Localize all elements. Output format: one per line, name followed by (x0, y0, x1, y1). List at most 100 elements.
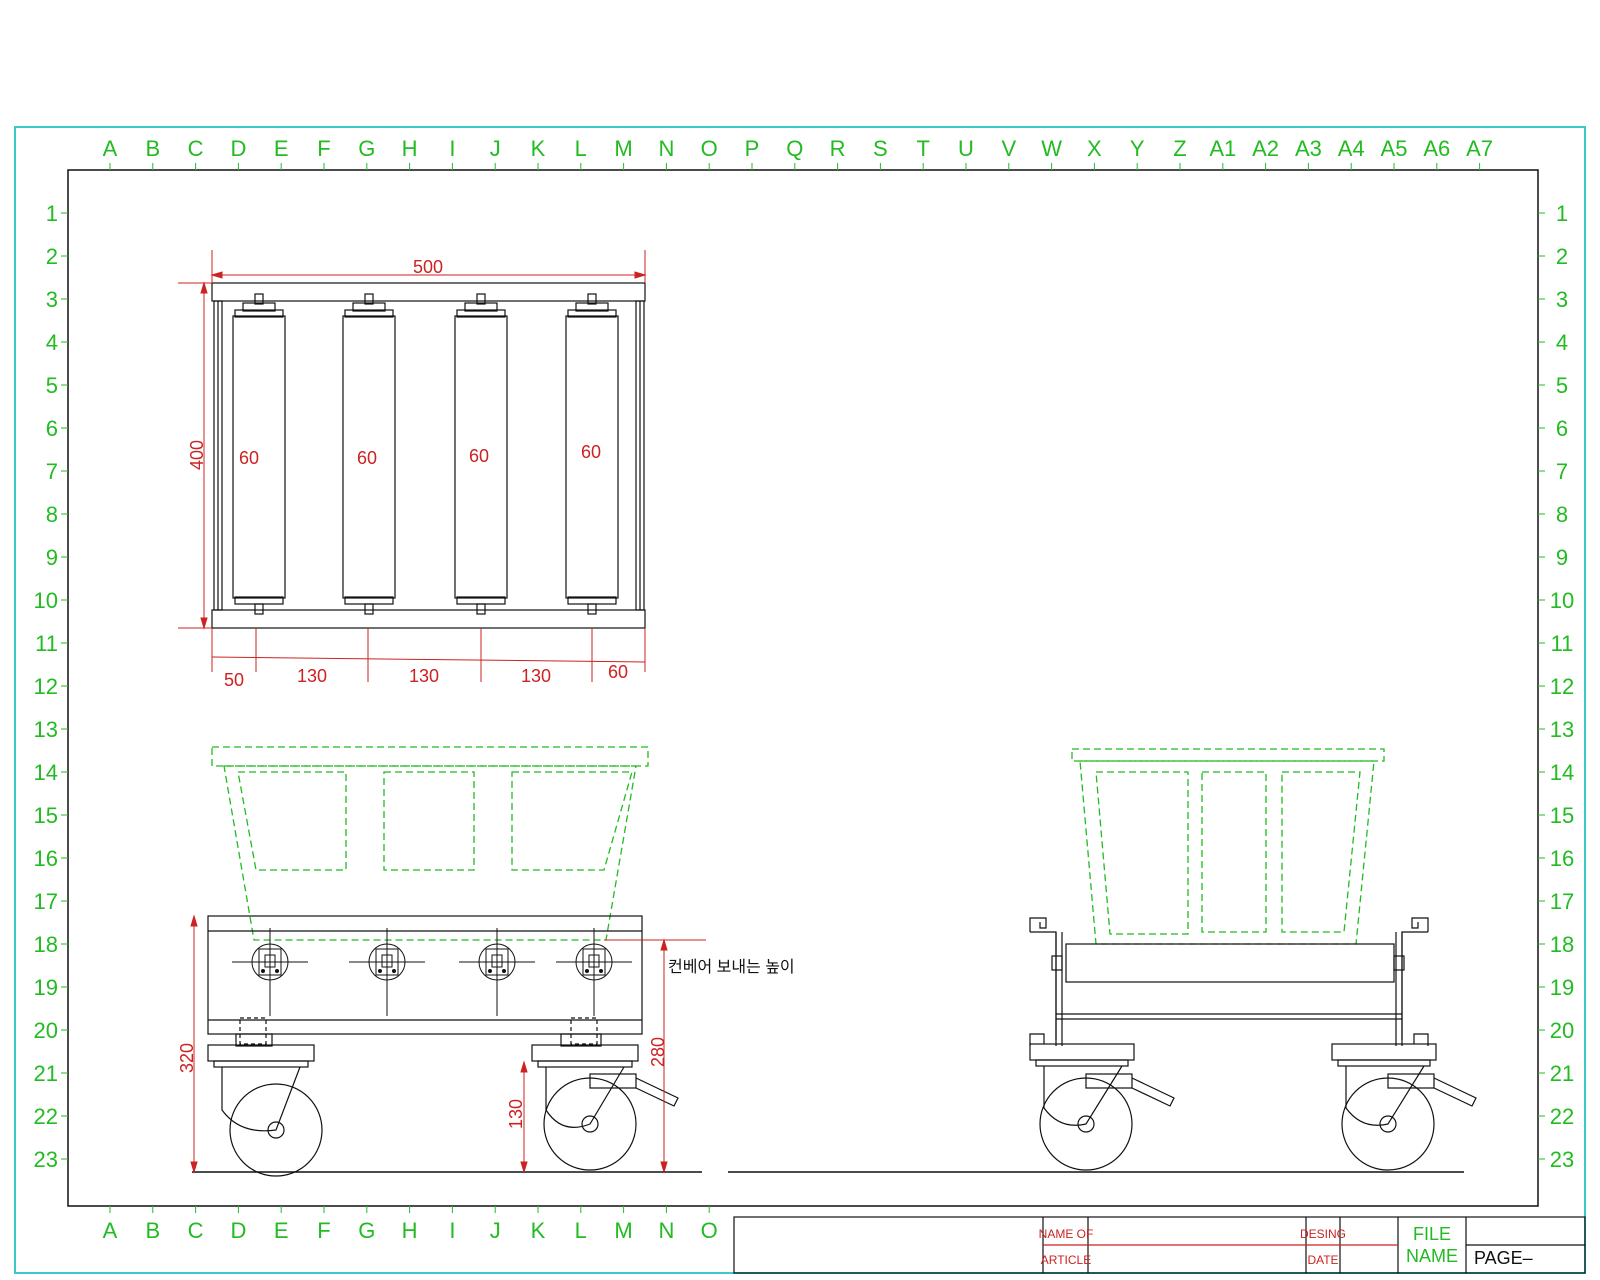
grid-col-top-A5: A5 (1381, 136, 1408, 161)
top-view (211, 282, 646, 629)
title-file-label: FILE (1413, 1224, 1451, 1244)
grid-row-right-23: 23 (1550, 1147, 1574, 1172)
grid-row-left-14: 14 (34, 760, 58, 785)
grid-col-top-O: O (701, 136, 718, 161)
grid-col-top-L: L (575, 136, 587, 161)
dim-spacing-130-c: 130 (521, 666, 551, 686)
grid-col-top-P: P (745, 136, 760, 161)
grid-row-right-12: 12 (1550, 674, 1574, 699)
grid-row-right-11: 11 (1551, 631, 1574, 656)
dim-spacing-130-a: 130 (297, 666, 327, 686)
grid-row-left-17: 17 (34, 889, 58, 914)
grid-col-bottom-A: A (103, 1218, 118, 1243)
grid-col-top-S: S (873, 136, 888, 161)
grid-col-bottom-H: H (402, 1218, 418, 1243)
grid-row-left-11: 11 (35, 631, 58, 656)
grid-row-left-3: 3 (46, 287, 58, 312)
top-view-dimensions (178, 250, 647, 682)
grid-col-top-H: H (402, 136, 418, 161)
grid-col-bottom-L: L (575, 1218, 587, 1243)
roller-label-1: 60 (239, 448, 259, 468)
front-view-frame (207, 915, 643, 1035)
conveyor-height-annotation: 컨베어 보내는 높이 (668, 958, 795, 976)
title-block (733, 1216, 1586, 1274)
grid-row-left-20: 20 (34, 1018, 58, 1043)
front-view-caster-left (207, 1017, 323, 1177)
roller-4 (565, 293, 619, 615)
roller-2 (342, 293, 396, 615)
dim-height-280: 280 (648, 1037, 668, 1067)
grid-col-top-K: K (531, 136, 546, 161)
grid-col-bottom-F: F (317, 1218, 330, 1243)
grid-row-right-5: 5 (1556, 373, 1568, 398)
grid-row-right-8: 8 (1556, 502, 1568, 527)
grid-col-bottom-D: D (230, 1218, 246, 1243)
grid-row-right-19: 19 (1550, 975, 1574, 1000)
grid-col-top-B: B (145, 136, 160, 161)
grid-row-right-14: 14 (1550, 760, 1574, 785)
title-name-of-label: NAME OF (1039, 1227, 1094, 1241)
grid-row-right-22: 22 (1550, 1104, 1574, 1129)
inner-border (67, 169, 1539, 1207)
grid-col-top-G: G (358, 136, 375, 161)
grid-col-top-N: N (658, 136, 674, 161)
roller-1 (232, 293, 286, 615)
grid-col-top-A3: A3 (1295, 136, 1322, 161)
front-view-caster-right (531, 1017, 679, 1171)
grid-row-right-17: 17 (1550, 889, 1574, 914)
grid-col-top-A: A (103, 136, 118, 161)
top-view-frame-bottom (211, 609, 646, 629)
top-view-frame-top (211, 282, 646, 302)
grid-row-left-2: 2 (46, 244, 58, 269)
grid-row-right-10: 10 (1550, 588, 1574, 613)
grid-row-right-13: 13 (1550, 717, 1574, 742)
grid-row-right-20: 20 (1550, 1018, 1574, 1043)
grid-row-right-1: 1 (1556, 201, 1568, 226)
roller-3 (454, 293, 508, 615)
grid-row-left-19: 19 (34, 975, 58, 1000)
grid-row-left-7: 7 (46, 459, 58, 484)
grid-col-bottom-J: J (490, 1218, 501, 1243)
dim-height-320: 320 (177, 1043, 197, 1073)
grid-row-left-18: 18 (34, 932, 58, 957)
title-desing-label: DESING (1300, 1227, 1346, 1241)
grid-row-left-23: 23 (34, 1147, 58, 1172)
grid-col-top-A1: A1 (1209, 136, 1236, 161)
grid-col-top-I: I (449, 136, 455, 161)
grid-col-top-A2: A2 (1252, 136, 1279, 161)
dim-height-400: 400 (187, 440, 207, 470)
front-view-bearings (232, 928, 632, 1016)
grid-col-top-A4: A4 (1338, 136, 1365, 161)
grid-row-left-12: 12 (34, 674, 58, 699)
grid-row-right-16: 16 (1550, 846, 1574, 871)
top-view-rollers (232, 293, 619, 615)
grid-row-right-4: 4 (1556, 330, 1568, 355)
side-view-roller (1065, 943, 1395, 983)
grid-col-bottom-C: C (188, 1218, 204, 1243)
roller-label-4: 60 (581, 442, 601, 462)
outer-border (14, 126, 1586, 1274)
grid-col-top-D: D (230, 136, 246, 161)
grid-col-top-C: C (188, 136, 204, 161)
grid-row-left-13: 13 (34, 717, 58, 742)
grid-col-bottom-M: M (614, 1218, 632, 1243)
side-view-tote-hidden (1071, 748, 1385, 945)
bearing-1 (232, 928, 308, 1016)
grid-col-bottom-E: E (274, 1218, 289, 1243)
dim-height-130: 130 (506, 1099, 526, 1129)
grid-row-right-6: 6 (1556, 416, 1568, 441)
grid-row-right-18: 18 (1550, 932, 1574, 957)
grid-row-right-2: 2 (1556, 244, 1568, 269)
grid-col-bottom-O: O (701, 1218, 718, 1243)
front-view-dimensions (190, 914, 706, 1174)
front-view-tote-hidden (211, 746, 649, 941)
grid-row-left-1: 1 (46, 201, 58, 226)
grid-row-left-10: 10 (34, 588, 58, 613)
grid-col-top-E: E (274, 136, 289, 161)
grid-col-top-X: X (1087, 136, 1102, 161)
grid-col-top-F: F (317, 136, 330, 161)
title-article-label: ARTICLE (1041, 1253, 1091, 1267)
